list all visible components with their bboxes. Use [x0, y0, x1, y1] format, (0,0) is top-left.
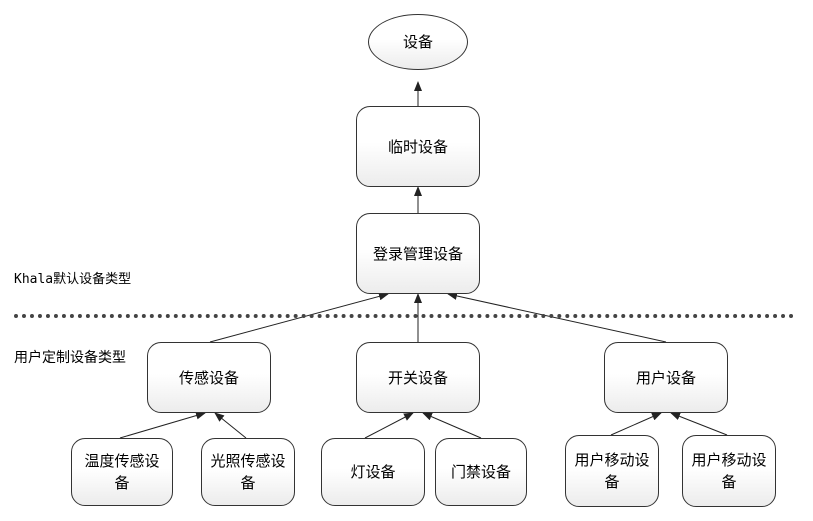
edge-user-to-login	[447, 292, 667, 343]
node-switch-device-label: 开关设备	[387, 368, 448, 387]
node-sensor-device-label: 传感设备	[178, 368, 239, 387]
node-light-sensor: 光照传感设备	[201, 438, 295, 506]
khala-default-label: Khala默认设备类型	[14, 272, 132, 287]
edge-door-to-switch	[422, 412, 482, 439]
node-device: 设备	[368, 14, 468, 70]
edge-mobile2-to-user	[670, 412, 728, 436]
node-temp-device: 临时设备	[356, 106, 480, 187]
node-temp-device-label: 临时设备	[387, 137, 448, 156]
edge-sensor-to-login	[209, 292, 389, 343]
node-door-device: 门禁设备	[435, 438, 527, 506]
node-mobile-device-1: 用户移动设备	[565, 435, 659, 507]
node-device-label: 设备	[402, 33, 433, 51]
node-login-device: 登录管理设备	[356, 213, 480, 294]
node-switch-device: 开关设备	[356, 342, 480, 413]
node-lamp-device-label: 灯设备	[350, 463, 396, 481]
edge-temp-sensor-to-sensor	[119, 411, 206, 439]
node-login-device-label: 登录管理设备	[372, 244, 463, 263]
node-mobile-device-2: 用户移动设备	[682, 435, 776, 507]
node-lamp-device: 灯设备	[321, 438, 425, 506]
node-mobile-device-2-label: 用户移动设备	[691, 451, 767, 491]
edge-light-sensor-to-sensor	[214, 412, 247, 439]
node-light-sensor-label: 光照传感设备	[210, 452, 286, 492]
user-custom-label: 用户定制设备类型	[14, 350, 126, 366]
category-divider	[14, 314, 794, 318]
node-door-device-label: 门禁设备	[450, 463, 511, 481]
node-mobile-device-1-label: 用户移动设备	[574, 451, 650, 491]
node-user-device-label: 用户设备	[635, 368, 696, 387]
node-temp-sensor: 温度传感设备	[71, 438, 173, 506]
node-sensor-device: 传感设备	[147, 342, 271, 413]
edge-lamp-to-switch	[364, 412, 414, 439]
edge-mobile1-to-user	[610, 412, 662, 436]
node-user-device: 用户设备	[604, 342, 728, 413]
node-temp-sensor-label: 温度传感设备	[84, 452, 160, 492]
